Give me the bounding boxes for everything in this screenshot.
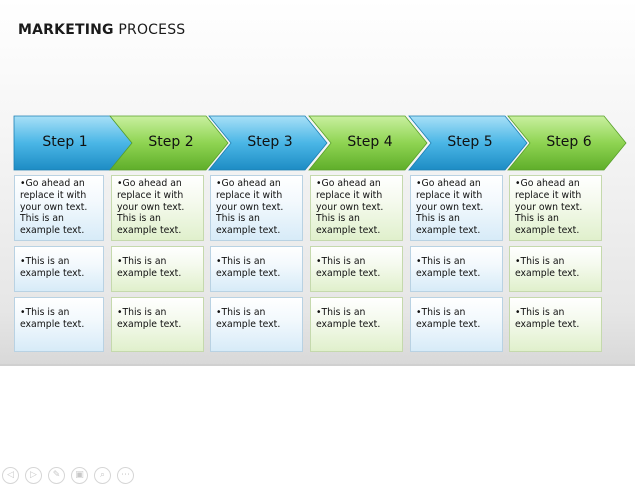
slideshow-controls: ◁ ▷ ✎ ▣ ⌕ ⋯ [2,462,140,484]
step-1-cell-2: •This is an example text. [14,246,104,292]
step-4-arrow [308,115,428,171]
step-1-cell-3: •This is an example text. [14,297,104,352]
step-2-cell-3: •This is an example text. [111,297,204,352]
step-5-cell-3: •This is an example text. [410,297,503,352]
step-2-label: Step 2 [148,134,194,150]
step-4-cell-3: •This is an example text. [310,297,403,352]
step-5-label: Step 5 [447,134,493,150]
step-5-cell-2: •This is an example text. [410,246,503,292]
step-2-arrow [109,115,229,171]
step-4-cell-1: •Go ahead an replace it with your own te… [310,175,403,241]
next-icon[interactable]: ▷ [25,467,42,484]
step-4-label: Step 4 [347,134,393,150]
step-6-cell-1: •Go ahead an replace it with your own te… [509,175,602,241]
title-bold: MARKETING [18,22,114,38]
step-3-cell-2: •This is an example text. [210,246,303,292]
step-6-label: Step 6 [546,134,592,150]
slides-icon[interactable]: ▣ [71,467,88,484]
slide: MARKETING PROCESS Step 1 Step 2 Step 3 Step… [0,0,635,366]
step-5-arrow [408,115,528,171]
step-1-label: Step 1 [42,134,88,150]
more-icon[interactable]: ⋯ [117,467,134,484]
step-3-cell-1: •Go ahead an replace it with your own te… [210,175,303,241]
step-5-cell-1: •Go ahead an replace it with your own te… [410,175,503,241]
process-arrows [13,115,627,171]
step-3-cell-3: •This is an example text. [210,297,303,352]
step-6-cell-3: •This is an example text. [509,297,602,352]
previous-icon[interactable]: ◁ [2,467,19,484]
step-2-cell-2: •This is an example text. [111,246,204,292]
step-3-arrow [208,115,328,171]
step-6-cell-2: •This is an example text. [509,246,602,292]
pen-icon[interactable]: ✎ [48,467,65,484]
step-4-cell-2: •This is an example text. [310,246,403,292]
slide-title: MARKETING PROCESS [18,22,185,38]
slide-bottom-edge [0,364,635,366]
step-3-label: Step 3 [247,134,293,150]
zoom-icon[interactable]: ⌕ [94,467,111,484]
step-1-cell-1: •Go ahead an replace it with your own te… [14,175,104,241]
step-2-cell-1: •Go ahead an replace it with your own te… [111,175,204,241]
step-6-arrow [507,115,627,171]
title-rest: PROCESS [113,22,186,38]
